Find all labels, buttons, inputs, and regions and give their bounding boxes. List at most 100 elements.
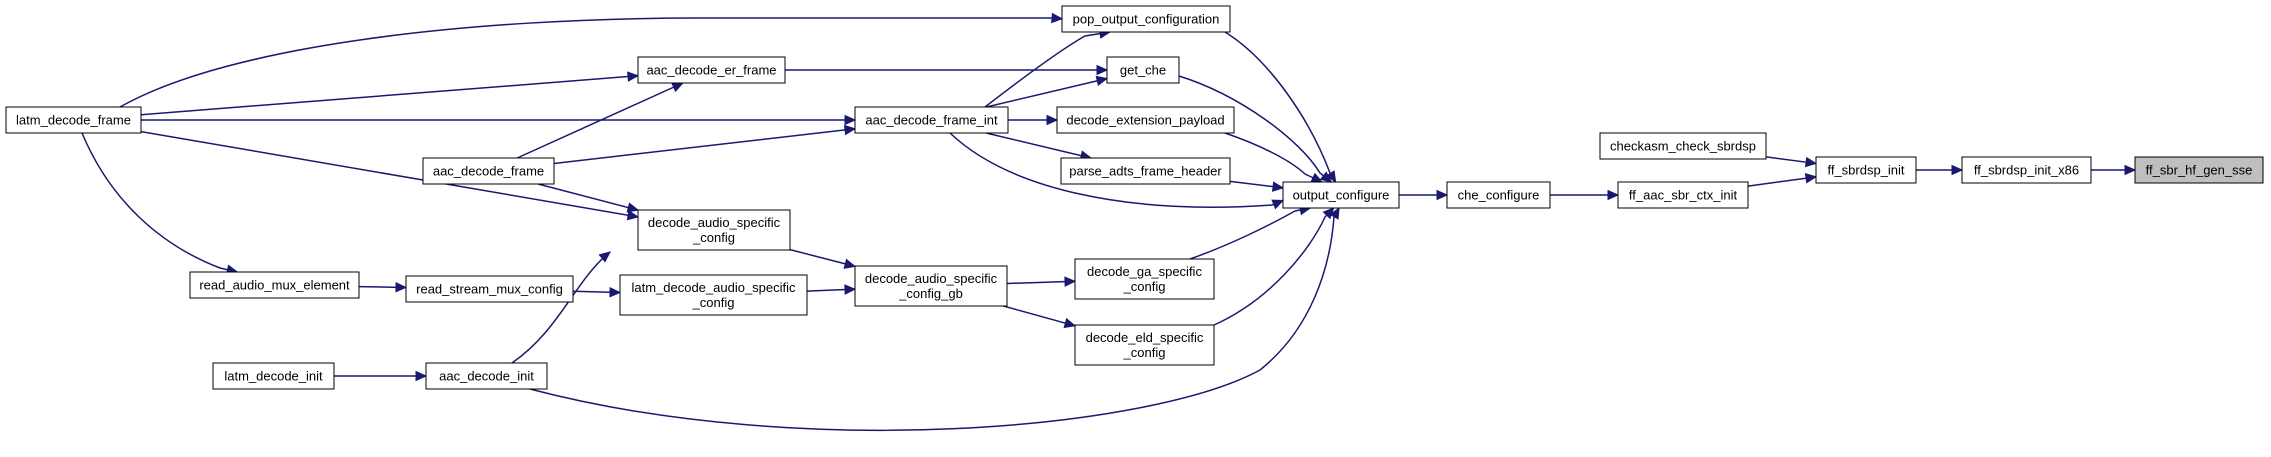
node-box bbox=[1106, 56, 1180, 84]
node-output-configure[interactable]: output_configure bbox=[1282, 181, 1400, 209]
edge-aac-decode-init-to-decode-audio-specific-config bbox=[511, 251, 611, 364]
node-box bbox=[1060, 157, 1231, 185]
edge-checkasm-check-sbrdsp-to-ff-sbrdsp-init-arrowhead bbox=[1804, 156, 1818, 168]
node-box bbox=[1961, 156, 2092, 184]
node-box bbox=[854, 265, 1008, 307]
edge-ff-sbrdsp-init-x86-to-ff-sbr-hf-gen-sse-arrowhead bbox=[2124, 164, 2137, 176]
node-decode-audio-specific-config-gb[interactable]: decode_audio_specific_config_gb bbox=[854, 265, 1008, 307]
node-decode-audio-specific-config[interactable]: decode_audio_specific_config bbox=[637, 209, 791, 251]
edge-aac-decode-frame-to-aac-decode-er-frame-arrowhead bbox=[671, 82, 684, 93]
node-ff-sbrdsp-init-x86[interactable]: ff_sbrdsp_init_x86 bbox=[1961, 156, 2092, 184]
edge-aac-decode-frame-to-aac-decode-er-frame bbox=[516, 82, 684, 159]
node-decode-ga-specific-config[interactable]: decode_ga_specific_config bbox=[1074, 258, 1215, 300]
edge-latm-decode-frame-to-decode-audio-specific-config bbox=[140, 130, 639, 218]
node-box bbox=[212, 362, 335, 390]
edge-decode-eld-specific-config-to-output-configure bbox=[1213, 207, 1335, 326]
node-latm-decode-audio-specific-config[interactable]: latm_decode_audio_specific_config bbox=[619, 274, 808, 316]
node-label: read_stream_mux_config bbox=[416, 282, 563, 297]
node-aac-decode-frame[interactable]: aac_decode_frame bbox=[422, 157, 555, 185]
edge-aac-decode-frame-int-to-output-configure-arrowhead bbox=[1271, 199, 1285, 210]
edge-get-che-to-output-configure-arrowhead bbox=[1319, 171, 1333, 183]
node-latm-decode-frame[interactable]: latm_decode_frame bbox=[5, 106, 142, 134]
node-box bbox=[1282, 181, 1400, 209]
node-label: latm_decode_audio_specific bbox=[631, 280, 796, 295]
edge-latm-decode-frame-to-read-audio-mux-element bbox=[81, 132, 238, 273]
node-aac-decode-frame-int[interactable]: aac_decode_frame_int bbox=[854, 106, 1009, 134]
node-ff-aac-sbr-ctx-init[interactable]: ff_aac_sbr_ctx_init bbox=[1617, 181, 1749, 209]
edge-aac-decode-er-frame-to-get-che-arrowhead bbox=[1096, 64, 1109, 76]
edge-decode-audio-specific-config-to-decode-audio-specific-config-gb-arrowhead bbox=[843, 258, 857, 269]
edge-decode-audio-specific-config-gb-to-decode-eld-specific-config bbox=[1003, 305, 1076, 327]
node-label: _config_gb bbox=[898, 286, 963, 301]
node-box bbox=[1446, 181, 1551, 209]
node-label: checkasm_check_sbrdsp bbox=[1610, 139, 1756, 154]
edge-decode-audio-specific-config-gb-to-decode-eld-specific-config-arrowhead bbox=[1063, 317, 1077, 329]
edge-ff-aac-sbr-ctx-init-to-ff-sbrdsp-init-arrowhead bbox=[1804, 173, 1818, 184]
node-label: aac_decode_init bbox=[439, 369, 534, 384]
node-label: decode_audio_specific bbox=[865, 271, 998, 286]
node-label: aac_decode_frame_int bbox=[865, 113, 998, 128]
edge-latm-decode-frame-to-pop-output-configuration bbox=[119, 17, 1063, 108]
node-label: aac_decode_frame bbox=[433, 164, 544, 179]
node-parse-adts-frame-header[interactable]: parse_adts_frame_header bbox=[1060, 157, 1231, 185]
node-label: _config bbox=[1123, 345, 1166, 360]
node-aac-decode-init[interactable]: aac_decode_init bbox=[425, 362, 548, 390]
node-label: output_configure bbox=[1293, 188, 1390, 203]
edge-che-configure-to-ff-aac-sbr-ctx-init-arrowhead bbox=[1607, 189, 1620, 201]
node-label: pop_output_configuration bbox=[1073, 12, 1220, 27]
edge-aac-decode-frame-int-to-get-che-arrowhead bbox=[1095, 75, 1109, 87]
node-checkasm-check-sbrdsp[interactable]: checkasm_check_sbrdsp bbox=[1599, 132, 1767, 160]
node-box bbox=[189, 271, 360, 299]
node-label: _config bbox=[692, 230, 735, 245]
node-ff-sbr-hf-gen-sse[interactable]: ff_sbr_hf_gen_sse bbox=[2134, 156, 2264, 184]
node-latm-decode-init[interactable]: latm_decode_init bbox=[212, 362, 335, 390]
edge-aac-decode-frame-int-to-pop-output-configuration bbox=[984, 31, 1111, 108]
edge-aac-decode-frame-int-to-decode-extension-payload-arrowhead bbox=[1046, 114, 1059, 126]
node-decode-eld-specific-config[interactable]: decode_eld_specific_config bbox=[1074, 324, 1215, 366]
edge-decode-audio-specific-config-to-decode-audio-specific-config-gb bbox=[789, 248, 856, 268]
edge-latm-decode-frame-to-decode-audio-specific-config-arrowhead bbox=[626, 209, 640, 221]
node-label: _config bbox=[692, 295, 735, 310]
node-label: read_audio_mux_element bbox=[199, 278, 350, 293]
node-read-audio-mux-element[interactable]: read_audio_mux_element bbox=[189, 271, 360, 299]
node-decode-extension-payload[interactable]: decode_extension_payload bbox=[1056, 106, 1235, 134]
node-box bbox=[5, 106, 142, 134]
edge-ff-aac-sbr-ctx-init-to-ff-sbrdsp-init bbox=[1747, 176, 1817, 187]
node-label: decode_eld_specific bbox=[1086, 330, 1204, 345]
node-che-configure[interactable]: che_configure bbox=[1446, 181, 1551, 209]
edge-latm-decode-frame-to-aac-decode-frame-int-arrowhead bbox=[844, 114, 857, 126]
edge-aac-decode-frame-int-to-parse-adts-frame-header bbox=[985, 132, 1092, 159]
node-box bbox=[1074, 258, 1215, 300]
edge-aac-decode-frame-int-to-get-che bbox=[986, 77, 1108, 108]
node-label: latm_decode_frame bbox=[16, 113, 131, 128]
node-get-che[interactable]: get_che bbox=[1106, 56, 1180, 84]
node-box bbox=[854, 106, 1009, 134]
edge-aac-decode-init-to-decode-audio-specific-config-arrowhead bbox=[598, 251, 611, 263]
edge-aac-decode-frame-to-decode-audio-specific-config bbox=[537, 183, 639, 211]
node-read-stream-mux-config[interactable]: read_stream_mux_config bbox=[405, 275, 574, 303]
node-label: decode_ga_specific bbox=[1087, 264, 1202, 279]
edge-aac-decode-frame-to-aac-decode-frame-int bbox=[553, 128, 856, 165]
edge-latm-decode-frame-to-aac-decode-er-frame-arrowhead bbox=[627, 71, 640, 82]
call-graph-edges bbox=[81, 12, 2137, 431]
node-label: get_che bbox=[1120, 63, 1166, 78]
node-label: decode_audio_specific bbox=[648, 215, 781, 230]
edge-decode-ga-specific-config-to-output-configure bbox=[1189, 207, 1311, 260]
node-aac-decode-er-frame[interactable]: aac_decode_er_frame bbox=[637, 56, 786, 84]
node-box bbox=[422, 157, 555, 185]
node-label: ff_sbr_hf_gen_sse bbox=[2146, 163, 2253, 178]
edge-latm-decode-frame-to-aac-decode-er-frame bbox=[140, 75, 639, 116]
node-pop-output-configuration[interactable]: pop_output_configuration bbox=[1061, 5, 1231, 33]
node-box bbox=[1061, 5, 1231, 33]
node-label: ff_sbrdsp_init bbox=[1827, 163, 1904, 178]
edge-aac-decode-init-to-output-configure bbox=[529, 207, 1340, 431]
edge-read-audio-mux-element-to-read-stream-mux-config-arrowhead bbox=[395, 281, 408, 293]
node-label: latm_decode_init bbox=[224, 369, 323, 384]
edge-aac-decode-init-to-output-configure-arrowhead bbox=[1329, 206, 1340, 220]
node-ff-sbrdsp-init[interactable]: ff_sbrdsp_init bbox=[1815, 156, 1917, 184]
edge-decode-audio-specific-config-gb-to-decode-ga-specific-config-arrowhead bbox=[1064, 276, 1077, 287]
edge-ff-sbrdsp-init-to-ff-sbrdsp-init-x86-arrowhead bbox=[1951, 164, 1964, 176]
node-box bbox=[1617, 181, 1749, 209]
node-label: decode_extension_payload bbox=[1066, 113, 1224, 128]
edge-decode-extension-payload-to-output-configure bbox=[1224, 132, 1323, 183]
